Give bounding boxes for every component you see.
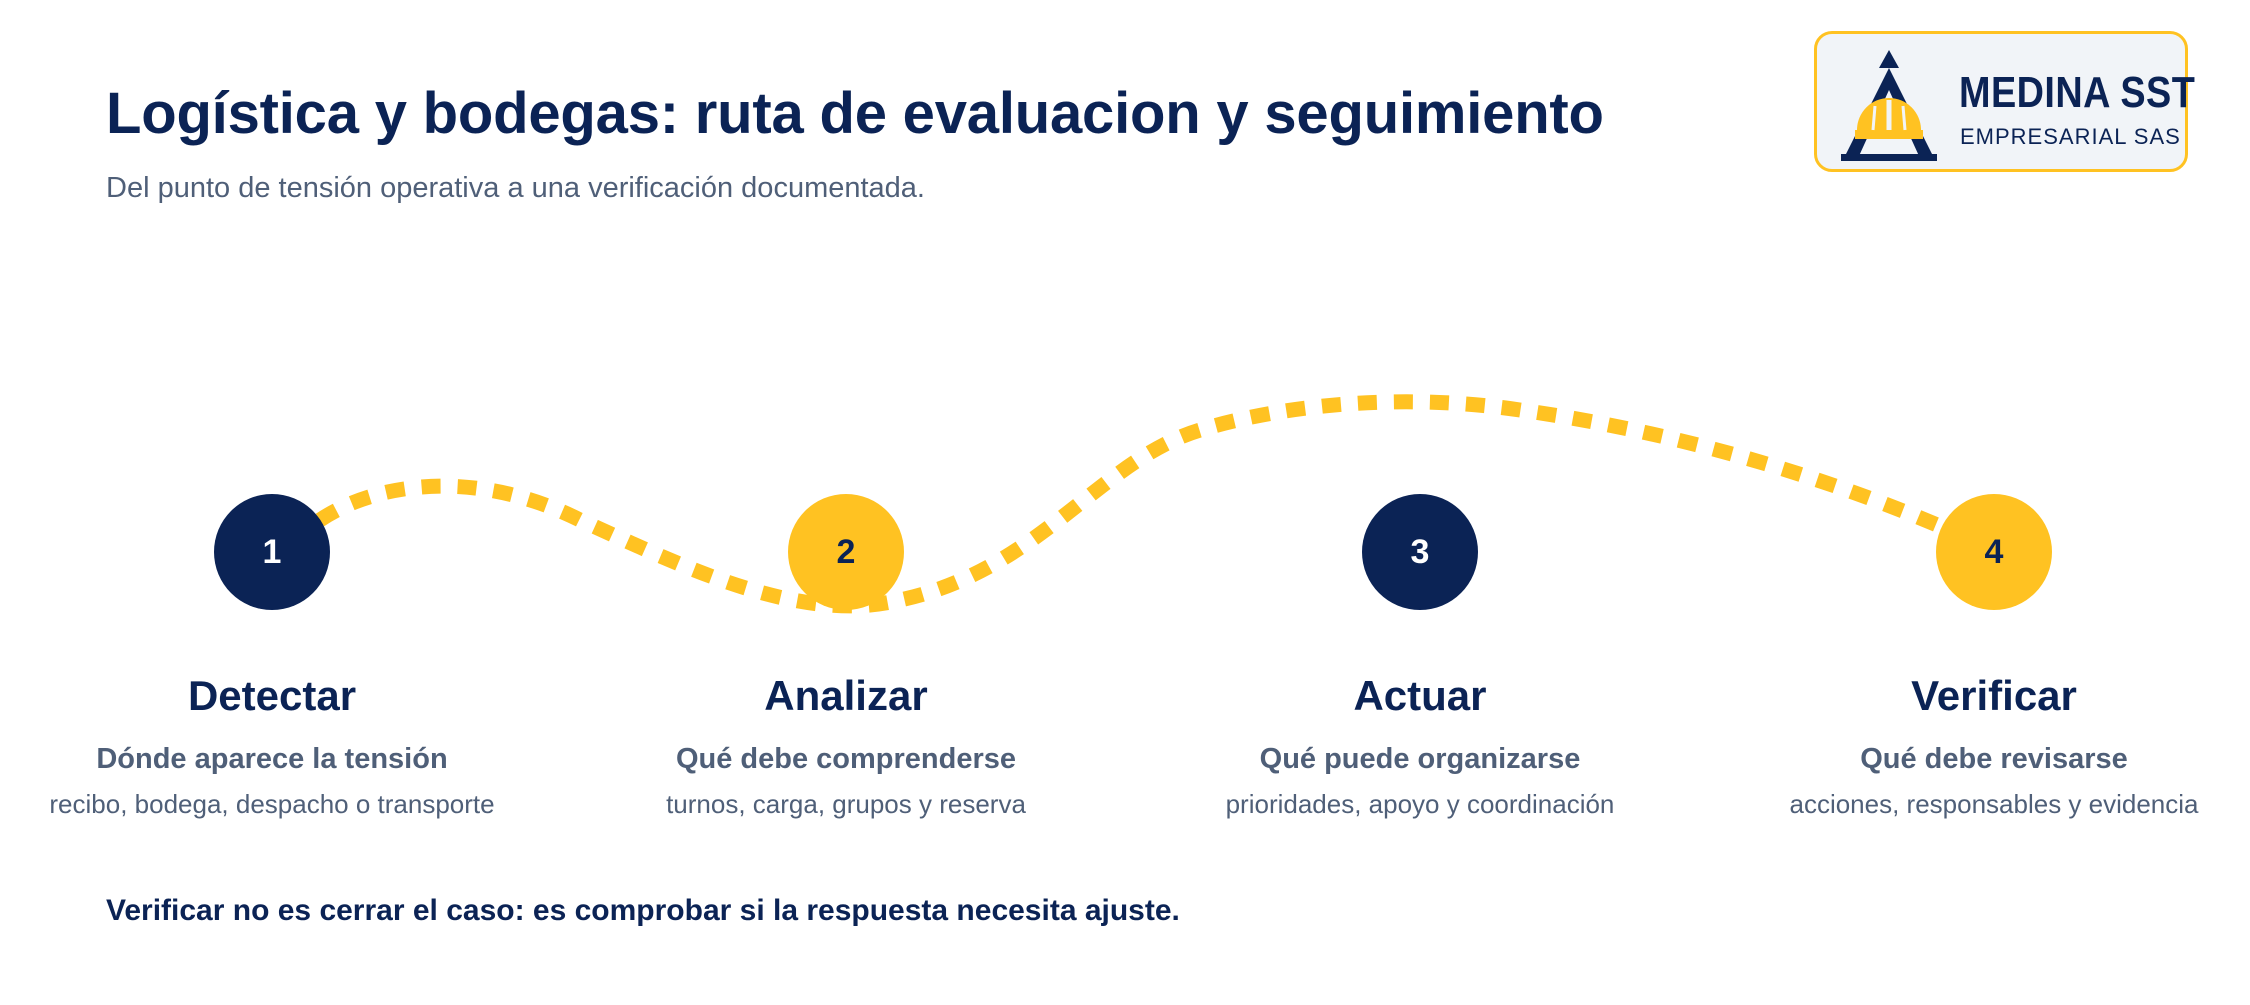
step-3-question: Qué puede organizarse — [1259, 743, 1581, 775]
step-analizar: Analizar Qué debe comprenderse turnos, c… — [576, 672, 1116, 819]
page-subtitle: Del punto de tensión operativa a una ver… — [106, 172, 925, 204]
step-4-number: 4 — [1984, 532, 2004, 571]
step-1-number: 1 — [262, 532, 282, 571]
step-1-circle: 1 — [214, 494, 330, 610]
step-2-question: Qué debe comprenderse — [675, 743, 1017, 775]
step-detectar: Detectar Dónde aparece la tensión recibo… — [2, 672, 542, 819]
step-3-detail: prioridades, apoyo y coordinación — [1225, 789, 1615, 819]
step-2-detail: turnos, carga, grupos y reserva — [666, 789, 1026, 819]
logo-tagline: EMPRESARIAL SAS — [1960, 124, 2181, 149]
company-logo: MEDINA SST EMPRESARIAL SAS — [1814, 31, 2195, 172]
step-1-detail: recibo, bodega, despacho o transporte — [49, 789, 495, 819]
step-2-title: Analizar — [764, 672, 928, 719]
step-3-circle: 3 — [1362, 494, 1478, 610]
step-4-circle: 4 — [1936, 494, 2052, 610]
page-title: Logística y bodegas: ruta de evaluacion … — [106, 81, 1604, 146]
step-1-question: Dónde aparece la tensión — [96, 743, 448, 775]
step-verificar: Verificar Qué debe revisarse acciones, r… — [1724, 672, 2250, 819]
step-2-circle: 2 — [788, 494, 904, 610]
logo-name: MEDINA SST — [1959, 68, 2196, 117]
step-3-title: Actuar — [1353, 672, 1487, 719]
step-4-question: Qué debe revisarse — [1860, 743, 2128, 775]
step-1-title: Detectar — [187, 672, 357, 719]
step-3-number: 3 — [1410, 532, 1430, 571]
step-actuar: Actuar Qué puede organizarse prioridades… — [1150, 672, 1690, 819]
step-2-number: 2 — [836, 532, 856, 571]
step-4-title: Verificar — [1911, 672, 2077, 719]
hard-hat-triangle-icon — [1841, 50, 1937, 161]
step-4-detail: acciones, responsables y evidencia — [1789, 789, 2199, 819]
dashed-route-line — [315, 394, 1964, 614]
footer-note: Verificar no es cerrar el caso: es compr… — [106, 894, 1180, 927]
